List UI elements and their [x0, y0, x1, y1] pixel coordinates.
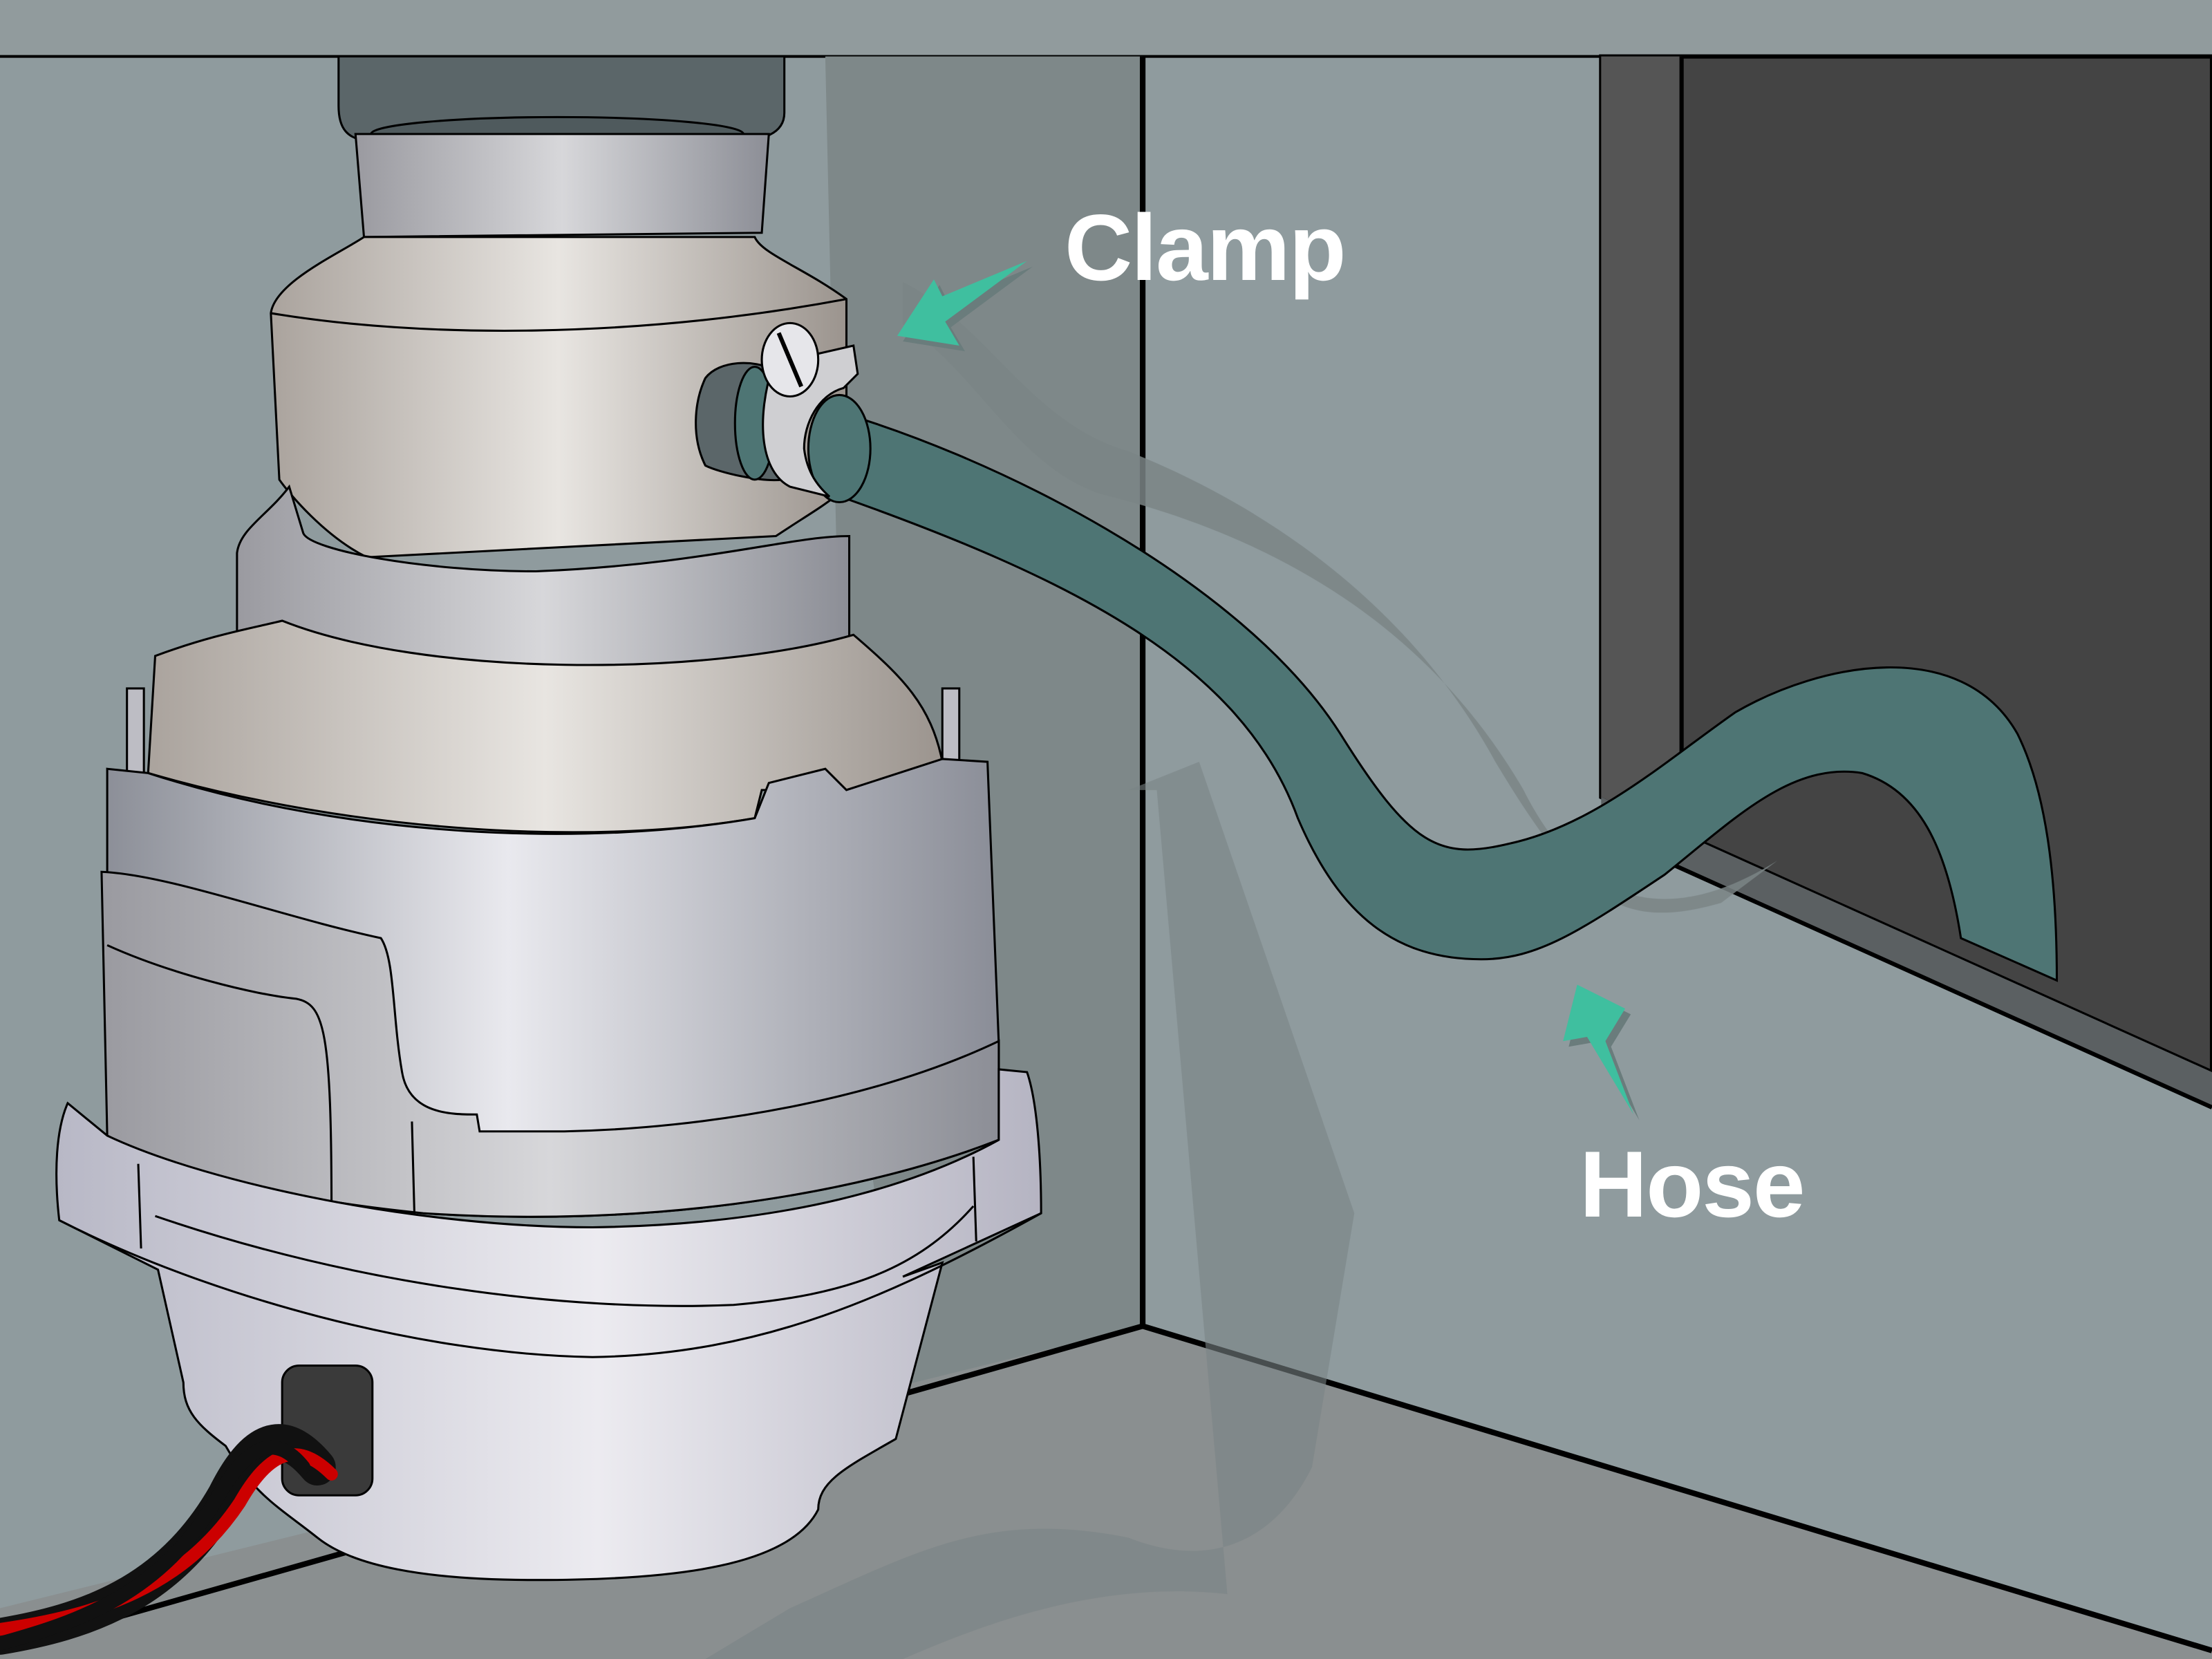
- shadow: [705, 282, 1778, 1659]
- discharge-hose: [807, 393, 2059, 982]
- hose-label: Hose: [1580, 1132, 1806, 1237]
- power-cord: [0, 1424, 338, 1655]
- arrow-icon: [897, 261, 1033, 352]
- garbage-disposal: [55, 55, 1042, 1582]
- arrow-icon: [1563, 984, 1640, 1121]
- clamp-label: Clamp: [1065, 195, 1347, 300]
- clamp: [695, 321, 859, 498]
